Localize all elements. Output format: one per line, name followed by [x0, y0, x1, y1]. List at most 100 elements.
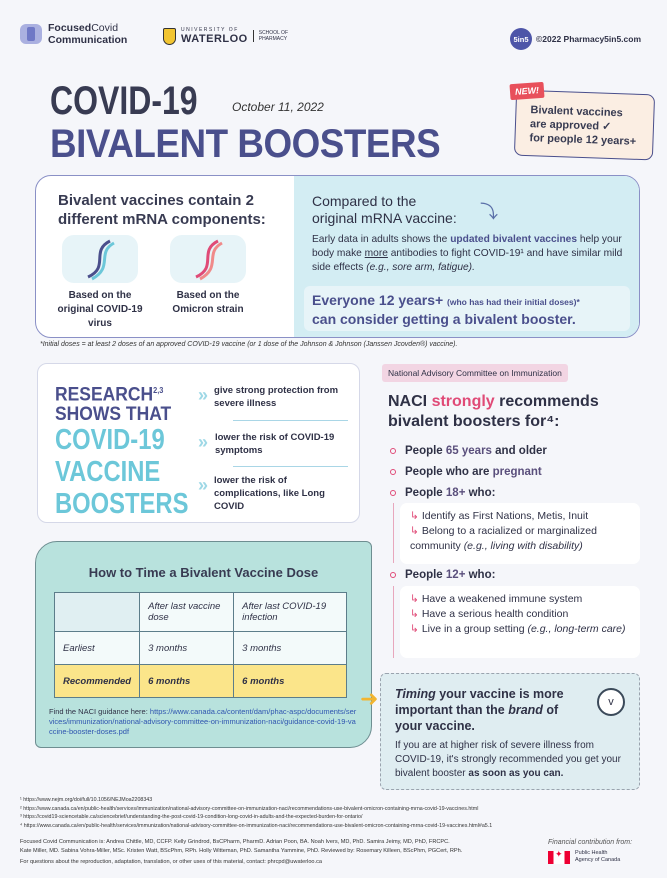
reference[interactable]: ² https://www.canada.ca/en/public-health…: [20, 805, 479, 812]
cell: After last COVID-19 infection: [233, 592, 347, 632]
t: Identify as First Nations, Metis, Inuit: [421, 510, 589, 522]
t: who:: [465, 569, 496, 581]
t: Public Health: [575, 850, 608, 856]
initial-doses-footnote: *Initial doses = at least 2 doses of an …: [40, 341, 458, 348]
logo-word: Covid: [91, 22, 119, 34]
research-item: lower the risk of complications, like Lo…: [214, 475, 325, 512]
new-approval-card: Bivalent vaccines are approved ✓ for peo…: [513, 89, 656, 161]
t: Have a weakened immune system: [421, 593, 583, 605]
cell: [53, 592, 141, 632]
reference[interactable]: ³ https://covid19-sciencetable.ca/scienc…: [20, 814, 363, 820]
timing-table-title: How to Time a Bivalent Vaccine Dose: [88, 565, 319, 580]
comparison-panel: Compared to the original mRNA vaccine: ⤵…: [294, 176, 639, 337]
t: brand: [508, 703, 543, 717]
school-line: PHARMACY: [258, 36, 288, 42]
dna-pink-icon: [170, 235, 246, 283]
compared-heading: Compared to the original mRNA vaccine:: [312, 193, 457, 226]
components-heading: Bivalent vaccines contain 2 different mR…: [58, 192, 266, 228]
t: of your vaccine.: [395, 703, 559, 733]
t: NACI: [388, 393, 432, 410]
references: ¹ https://www.nejm.org/doi/full/10.1056/…: [20, 796, 492, 830]
naci-tag: National Advisory Committee on Immunizat…: [382, 364, 568, 382]
divider: [233, 420, 348, 421]
dna-caption-omicron: Based on the Omicron strain: [172, 290, 244, 315]
t: who:: [465, 487, 496, 499]
clock-icon: v: [597, 688, 625, 716]
cell: 6 months: [139, 664, 235, 698]
t: VACCINE: [55, 456, 161, 488]
shield-icon: [163, 27, 176, 45]
t: recommends bivalent boosters for⁴:: [388, 393, 599, 430]
research-item: lower the risk of COVID-19 symptoms: [214, 432, 335, 456]
sub-list-18: ↳Identify as First Nations, Metis, Inuit…: [400, 503, 640, 564]
t: Agency of Canada: [575, 857, 621, 863]
bivalent-info-section: Bivalent vaccines contain 2 different mR…: [35, 175, 640, 338]
cell: Earliest: [53, 631, 141, 665]
t: Live in a group setting: [421, 623, 528, 635]
research-word: RESEARCH: [55, 384, 154, 406]
t: Early data in adults shows the: [312, 234, 451, 245]
divider: [233, 466, 348, 467]
timing-callout: v Timing your vaccine is more important …: [380, 673, 640, 790]
t: (e.g., sore arm, fatigue).: [366, 262, 475, 273]
credit-line: Kate Miller, MD. Sabina Vohra-Miller, MS…: [20, 847, 463, 854]
arrow-down-icon: ⤵: [480, 202, 498, 222]
chat-bubble-icon: [20, 24, 42, 44]
sup: 2,3: [153, 386, 164, 395]
timing-table-card: How to Time a Bivalent Vaccine Dose Afte…: [35, 541, 372, 748]
t: People who are: [405, 466, 493, 478]
t: People: [405, 487, 446, 499]
naci-item: People 18+ who:: [390, 487, 495, 499]
reference[interactable]: ⁴ https://www.canada.ca/en/public-health…: [20, 822, 493, 829]
t: updated bivalent vaccines: [450, 234, 578, 245]
t: (e.g., living with disability): [463, 540, 583, 552]
naci-item: People who are pregnant: [390, 466, 542, 478]
t: 65 years: [445, 445, 492, 457]
arrow-icon: ➜: [360, 686, 379, 711]
naci-item: People 12+ who:: [390, 569, 495, 581]
chevron-right-icon: »: [198, 475, 209, 495]
t: more: [364, 248, 388, 259]
cell: After last vaccine dose: [139, 592, 235, 632]
t: antibodies to fight COVID-19¹ and have s…: [312, 248, 623, 273]
5in5-badge: 5in5: [510, 28, 532, 50]
school-line: SCHOOL OF: [258, 30, 288, 36]
reference[interactable]: ¹ https://www.nejm.org/doi/full/10.1056/…: [20, 797, 153, 803]
chevron-right-icon: »: [198, 432, 209, 452]
t: and older: [491, 445, 547, 457]
date: October 11, 2022: [232, 100, 324, 114]
naci-guidance: Find the NACI guidance here: https://www…: [49, 707, 359, 737]
t: pregnant: [492, 466, 542, 478]
t: strongly: [431, 393, 495, 410]
divider: [393, 503, 394, 563]
t: (who has had their initial doses)*: [447, 297, 580, 307]
naci-heading: NACI strongly recommends bivalent booste…: [388, 392, 638, 432]
dna-blue-icon: [62, 235, 138, 283]
t: 18+: [445, 487, 466, 499]
t: Timing: [395, 687, 436, 701]
credits: Focused Covid Communication is: Andrea C…: [20, 838, 462, 867]
funding-label: Financial contribution from:: [548, 839, 633, 846]
chevron-right-icon: »: [198, 385, 209, 405]
cell: 3 months: [233, 631, 347, 665]
cell: 3 months: [139, 631, 235, 665]
early-data-text: Early data in adults shows the updated b…: [312, 233, 632, 275]
uw-small: UNIVERSITY OF: [181, 27, 239, 33]
t: BOOSTERS: [55, 488, 189, 520]
t: People: [405, 445, 446, 457]
canada-flag-icon: [548, 850, 570, 864]
naci-guidance-link[interactable]: https://www.canada.ca/content/dam/phac-a…: [49, 707, 357, 736]
everyone-callout: Everyone 12 years+ (who has had their in…: [304, 286, 630, 331]
contact-line: For questions about the reproduction, ad…: [20, 859, 323, 865]
cell: Recommended: [53, 664, 141, 698]
pharmacy5in5-logo: 5in5 ©2022 Pharmacy5in5.com: [510, 28, 641, 50]
t: COVID-19: [55, 424, 165, 456]
uw-big: WATERLOO: [181, 33, 248, 45]
title-covid: COVID-19: [50, 79, 198, 123]
